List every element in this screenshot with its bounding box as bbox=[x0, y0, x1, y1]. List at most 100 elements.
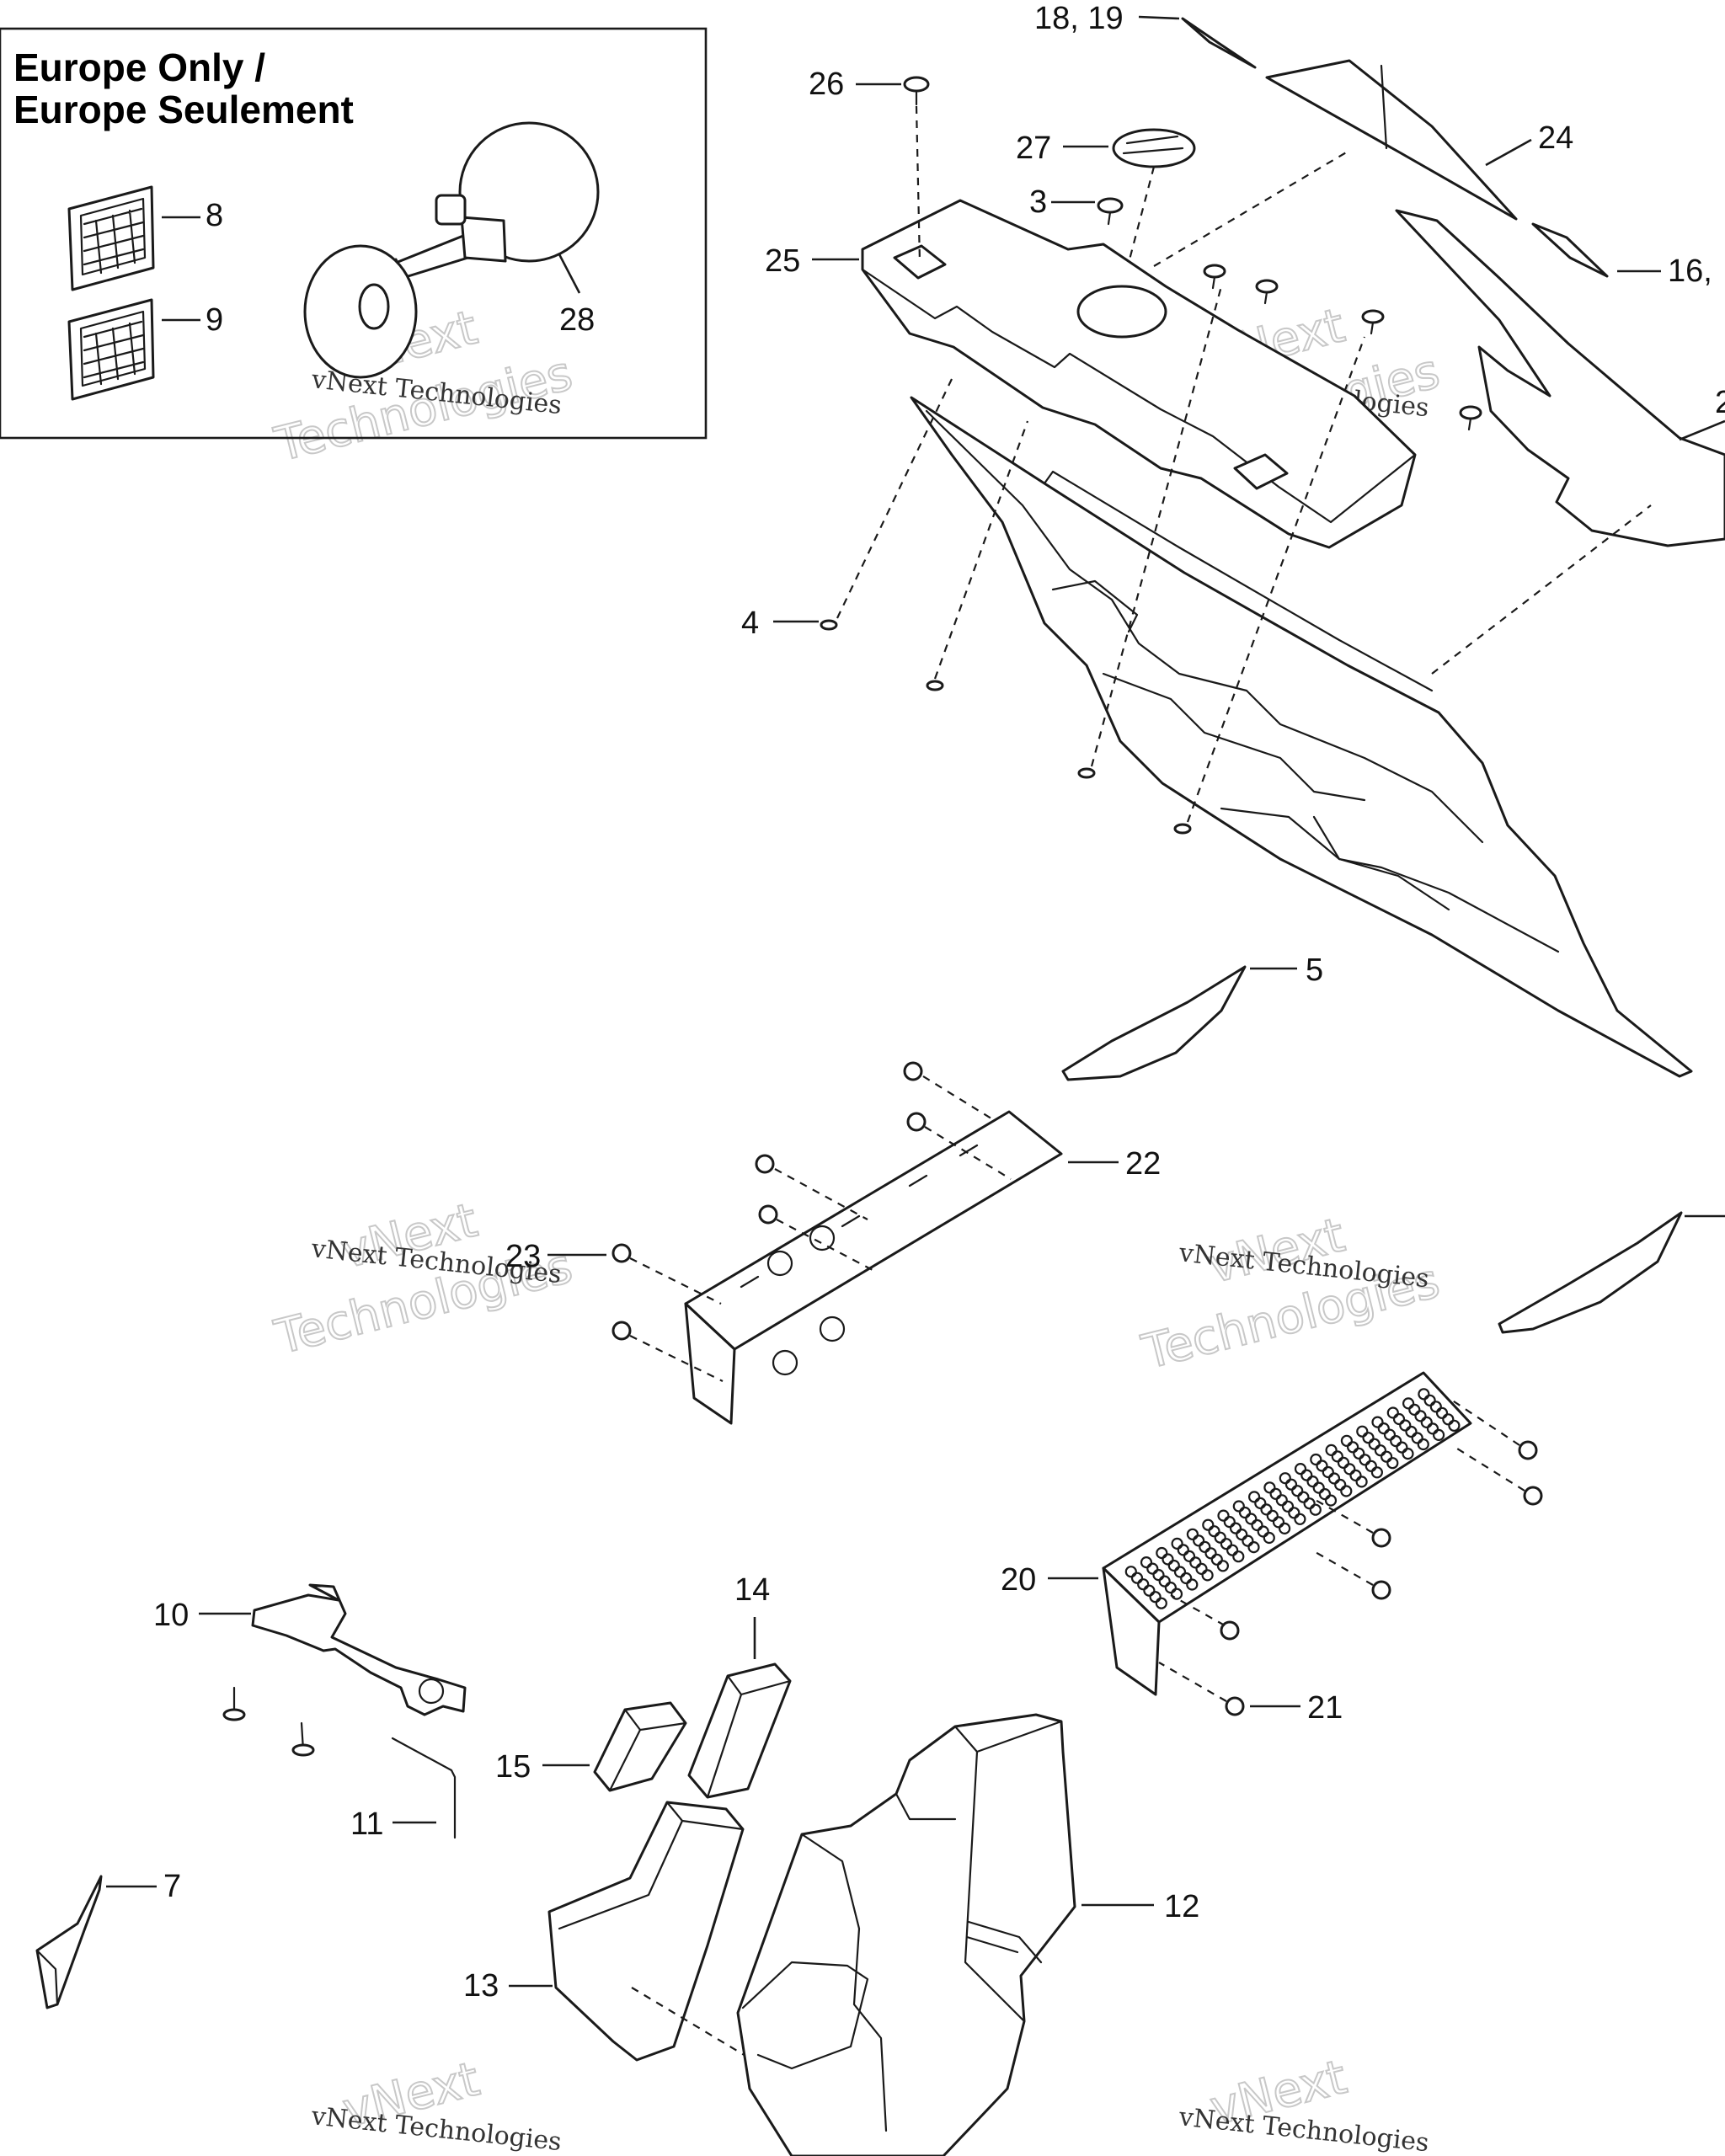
hex-key-11 bbox=[391, 1737, 457, 1839]
traction-dot bbox=[1167, 1559, 1180, 1572]
traction-dot bbox=[1359, 1454, 1371, 1466]
traction-dot bbox=[1377, 1422, 1390, 1435]
cover-rivets bbox=[1203, 264, 1482, 431]
traction-dot bbox=[1411, 1432, 1423, 1444]
callout-8: 8 bbox=[206, 198, 223, 233]
traction-dot bbox=[1426, 1422, 1439, 1435]
callout-28: 28 bbox=[559, 302, 595, 338]
traction-dot bbox=[1386, 1406, 1399, 1419]
callout-9: 9 bbox=[206, 302, 223, 338]
wrench-10 bbox=[251, 1583, 467, 1716]
cap-27 bbox=[1112, 128, 1196, 168]
traction-dot bbox=[1130, 1572, 1144, 1584]
rivet-3 bbox=[1097, 197, 1124, 226]
traction-dot bbox=[1238, 1506, 1252, 1519]
traction-dot bbox=[1186, 1578, 1199, 1591]
traction-dot bbox=[1442, 1413, 1455, 1426]
traction-dot bbox=[1331, 1450, 1343, 1463]
traction-dot bbox=[1272, 1516, 1285, 1529]
callout-22: 22 bbox=[1125, 1146, 1161, 1182]
traction-dot bbox=[1306, 1475, 1319, 1488]
traction-dot bbox=[1201, 1569, 1214, 1582]
traction-dot bbox=[1171, 1537, 1183, 1550]
traction-dot bbox=[1183, 1550, 1196, 1563]
footrest-20 bbox=[1102, 1371, 1472, 1696]
traction-dot bbox=[1223, 1515, 1236, 1529]
traction-dot bbox=[1266, 1509, 1279, 1523]
leader-28 bbox=[558, 253, 581, 294]
traction-dot bbox=[1158, 1575, 1171, 1588]
traction-dot bbox=[1236, 1528, 1248, 1541]
traction-dot bbox=[1324, 1494, 1338, 1507]
traction-dot bbox=[1146, 1562, 1159, 1575]
traction-dot bbox=[1402, 1397, 1415, 1410]
traction-dot bbox=[1137, 1578, 1150, 1591]
decal-24 bbox=[1265, 59, 1518, 221]
traction-dot bbox=[1368, 1438, 1381, 1450]
traction-dot bbox=[1435, 1406, 1449, 1419]
reflector-8 bbox=[67, 185, 155, 291]
traction-dot bbox=[1247, 1491, 1261, 1503]
traction-dot bbox=[1362, 1432, 1375, 1444]
traction-dot bbox=[1242, 1534, 1254, 1547]
traction-dot bbox=[1162, 1553, 1174, 1566]
traction-dot bbox=[1199, 1540, 1211, 1553]
callout-20: 20 bbox=[1001, 1562, 1036, 1598]
horn-28 bbox=[303, 121, 600, 379]
inset-title-line1: Europe Only / bbox=[13, 45, 265, 89]
callout-15: 15 bbox=[495, 1749, 531, 1785]
traction-dot bbox=[1346, 1441, 1359, 1454]
traction-dot bbox=[1310, 1453, 1322, 1466]
storage-cover-25 bbox=[861, 199, 1417, 549]
traction-dot bbox=[1423, 1394, 1436, 1406]
traction-dot bbox=[1291, 1485, 1304, 1497]
traction-dot bbox=[1220, 1538, 1233, 1550]
wrench-screws bbox=[222, 1686, 315, 1757]
callout-7: 7 bbox=[163, 1869, 181, 1904]
traction-dot bbox=[1226, 1544, 1239, 1556]
traction-dot bbox=[1316, 1460, 1328, 1472]
traction-dot bbox=[1340, 1434, 1354, 1447]
callout-4: 4 bbox=[741, 606, 759, 641]
traction-dot bbox=[1216, 1560, 1230, 1572]
traction-dot bbox=[1204, 1547, 1217, 1560]
callout-18-19: 18, 19 bbox=[1034, 1, 1124, 36]
traction-dot bbox=[1370, 1466, 1384, 1479]
decal-18-19 bbox=[1181, 17, 1257, 69]
traction-dot bbox=[1371, 1416, 1384, 1428]
leader-18-19 bbox=[1138, 15, 1180, 20]
traction-dot bbox=[1294, 1462, 1307, 1476]
decal-right-middle bbox=[1498, 1211, 1683, 1334]
callout-14: 14 bbox=[734, 1572, 770, 1608]
traction-dot bbox=[1214, 1531, 1226, 1544]
traction-dot bbox=[1418, 1388, 1430, 1401]
inset-title-line2: Europe Seulement bbox=[13, 88, 354, 131]
storage-bin-12 bbox=[736, 1713, 1076, 2156]
traction-dot bbox=[1269, 1487, 1282, 1500]
callout-26: 26 bbox=[809, 67, 844, 102]
traction-dot bbox=[1429, 1401, 1442, 1413]
traction-dot bbox=[1177, 1544, 1189, 1556]
callout-5: 5 bbox=[1306, 953, 1323, 988]
traction-dot bbox=[1208, 1525, 1220, 1538]
foam-14 bbox=[687, 1662, 792, 1799]
traction-dot bbox=[1343, 1463, 1356, 1476]
decal-7 bbox=[35, 1875, 103, 2009]
callout-21: 21 bbox=[1307, 1690, 1343, 1726]
callout-10: 10 bbox=[153, 1598, 189, 1633]
foam-13 bbox=[547, 1801, 745, 2062]
traction-dot bbox=[1173, 1566, 1187, 1578]
traction-dot bbox=[1180, 1572, 1193, 1585]
traction-dot bbox=[1263, 1481, 1276, 1494]
traction-dot bbox=[1294, 1513, 1306, 1525]
traction-dot bbox=[1195, 1562, 1208, 1576]
traction-dot bbox=[1152, 1568, 1165, 1582]
traction-dot bbox=[1140, 1556, 1153, 1569]
traction-dot bbox=[1251, 1518, 1263, 1532]
traction-dot bbox=[1288, 1507, 1300, 1519]
traction-dot bbox=[1383, 1428, 1397, 1441]
traction-dot bbox=[1143, 1584, 1156, 1597]
traction-dot bbox=[1170, 1588, 1183, 1600]
traction-dot bbox=[1164, 1581, 1178, 1594]
leader-24 bbox=[1485, 138, 1532, 167]
